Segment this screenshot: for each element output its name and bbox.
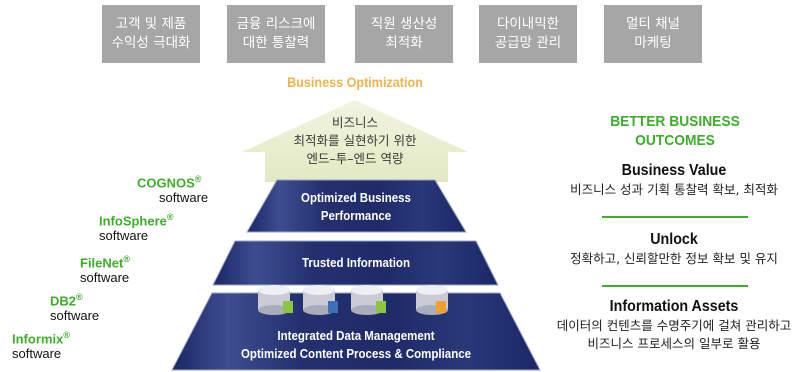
- software-sub: software: [159, 190, 209, 206]
- database-icon: [416, 285, 448, 315]
- layer-top-shape: [246, 179, 467, 233]
- software-sub: software: [50, 308, 100, 324]
- up-arrow: [242, 100, 468, 182]
- top-box-line: 금융 리스크에: [236, 16, 316, 32]
- outcomes-title-line: BETTER BUSINESS: [610, 113, 740, 130]
- arrow-text-line: 최적화를 실현하기 위한: [293, 133, 417, 148]
- software-sub: software: [99, 228, 149, 244]
- top-box-line: 다이내믹한: [496, 16, 560, 32]
- software-sub: software: [80, 270, 130, 286]
- outcomes-title: BETTER BUSINESS OUTCOMES: [569, 112, 781, 150]
- software-name: DB2®: [50, 292, 83, 309]
- software-name: COGNOS®: [137, 174, 202, 191]
- business-optimization-label: Business Optimization: [287, 74, 423, 90]
- software-sub: software: [12, 346, 62, 362]
- layer-bottom-label: Integrated Data Management Optimized Con…: [203, 327, 508, 363]
- top-box-customer: 고객 및 제품 수익성 극대화: [102, 5, 200, 63]
- top-box-line: 멀티 채널: [626, 16, 680, 32]
- top-box-line: 최적화: [385, 35, 423, 51]
- outcome-description: 비즈니스 성과 기획 통찰력 확보, 최적화: [570, 182, 778, 197]
- database-icon: [258, 285, 293, 315]
- top-box-line: 직원 생산성: [370, 16, 438, 32]
- layer-text-line: Integrated Data Management: [277, 329, 435, 343]
- outcome-heading: Business Value: [621, 162, 727, 179]
- software-infosphere: InfoSphere® software: [99, 210, 174, 243]
- software-filenet: FileNet® software: [80, 252, 130, 285]
- layer-middle-label: Trusted Information: [249, 254, 462, 272]
- outcome-business-value: Business Value 비즈니스 성과 기획 통찰력 확보, 최적화: [538, 161, 810, 199]
- top-box-finance: 금융 리스크에 대한 통찰력: [227, 5, 325, 63]
- top-box-line: 수익성 극대화: [111, 35, 191, 51]
- outcome-description: 데이터의 컨텐츠를 수명주기에 걸쳐 관리하고: [556, 318, 792, 333]
- database-icon: [351, 285, 386, 315]
- top-box-supply-chain: 다이내믹한 공급망 관리: [479, 5, 577, 63]
- software-name: Informix®: [12, 330, 70, 347]
- layer-text-line: Optimized Business: [301, 191, 411, 205]
- database-icon: [303, 285, 338, 315]
- top-box-line: 대한 통찰력: [242, 35, 310, 51]
- layer-text-line: Trusted Information: [302, 256, 410, 270]
- outcome-heading: Unlock: [650, 231, 698, 248]
- divider-line: [602, 285, 748, 287]
- layer-text-line: Performance: [320, 209, 392, 223]
- outcome-information-assets: Information Assets 데이터의 컨텐츠를 수명주기에 걸쳐 관리…: [538, 297, 810, 353]
- software-cognos: COGNOS® software: [137, 172, 208, 205]
- software-name: InfoSphere®: [99, 212, 174, 229]
- outcome-unlock: Unlock 정확하고, 신뢰할만한 정보 확보 및 유지: [538, 230, 810, 268]
- top-box-marketing: 멀티 채널 마케팅: [604, 5, 702, 63]
- layer-middle-shape: [212, 240, 499, 286]
- arrow-text-line: 엔드–투–엔드 역량: [306, 151, 404, 166]
- software-db2: DB2® software: [50, 290, 99, 323]
- layer-text-line: Optimized Content Process & Compliance: [240, 347, 472, 361]
- top-box-line: 공급망 관리: [494, 35, 562, 51]
- top-box-workforce: 직원 생산성 최적화: [355, 5, 453, 63]
- layer-top-label: Optimized Business Performance: [277, 189, 435, 225]
- top-box-line: 고객 및 제품: [115, 16, 187, 32]
- outcome-description: 정확하고, 신뢰할만한 정보 확보 및 유지: [570, 251, 778, 266]
- divider-line: [602, 216, 748, 218]
- arrow-text-line: 비즈니스: [331, 115, 378, 130]
- outcome-heading: Information Assets: [609, 298, 739, 315]
- arrow-description: 비즈니스 최적화를 실현하기 위한 엔드–투–엔드 역량: [260, 114, 450, 168]
- software-name: FileNet®: [80, 254, 130, 271]
- outcomes-title-line: OUTCOMES: [635, 132, 715, 149]
- software-informix: Informix® software: [12, 328, 70, 361]
- top-box-line: 마케팅: [634, 35, 672, 51]
- outcome-description: 비즈니스 프로세스의 일부로 활용: [587, 336, 761, 351]
